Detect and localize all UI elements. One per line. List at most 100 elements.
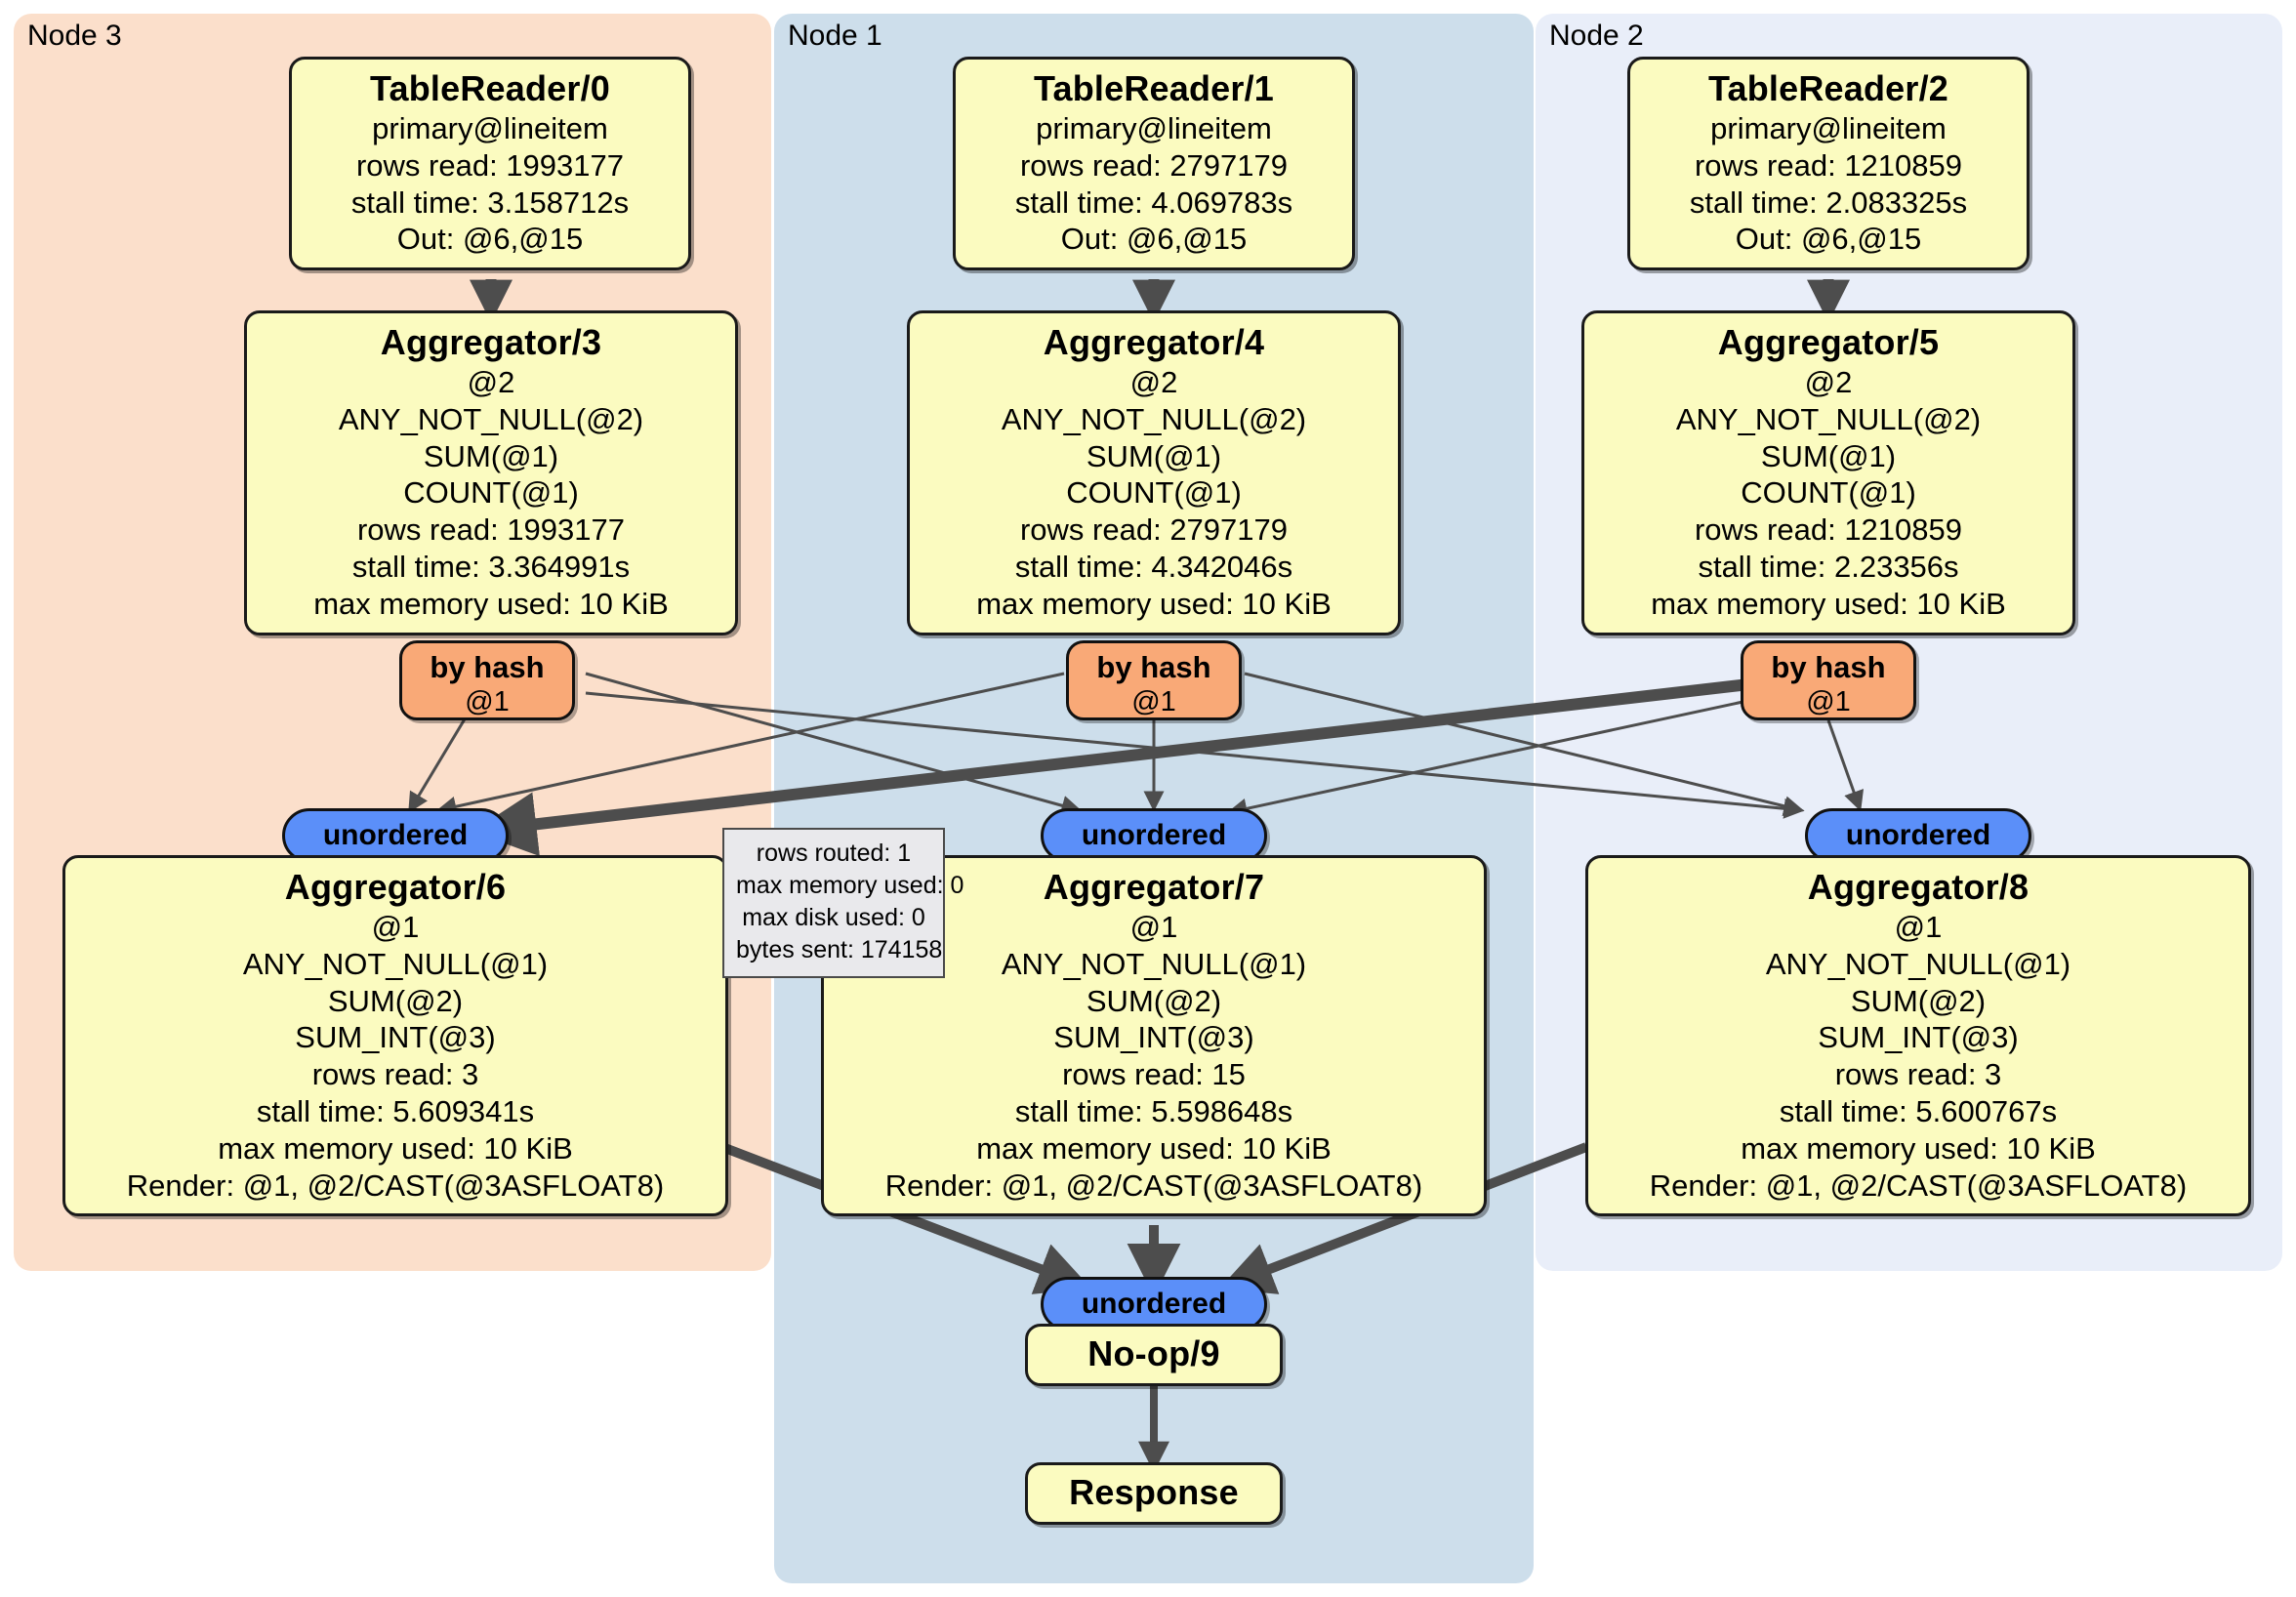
synchronizer-label: unordered [1081,1288,1227,1320]
processor-group-col: @1 [1894,909,1943,944]
processor-title: TableReader/0 [369,68,611,108]
processor-aggregator-4[interactable]: Aggregator/4 @2 ANY_NOT_NULL(@2) SUM(@1)… [907,310,1401,635]
processor-agg-2: SUM(@1) [423,438,559,473]
stat-max-memory-used: max memory used: 0 [736,872,964,899]
processor-rows-read: rows read: 15 [1062,1057,1246,1092]
router-type-label: by hash [1096,650,1211,684]
input-synchronizer-unordered-1[interactable]: unordered [1041,808,1267,863]
processor-group-col: @1 [371,909,420,944]
processor-max-memory: max memory used: 10 KiB [313,586,669,621]
processor-agg-3: COUNT(@1) [1741,475,1916,511]
processor-agg-2: SUM(@1) [1086,438,1222,473]
processor-table: primary@lineitem [372,110,608,145]
stat-rows-routed: rows routed: 1 [756,839,912,867]
processor-agg-2: SUM(@2) [1086,983,1222,1018]
output-router-by-hash-0[interactable]: by hash @1 [399,640,575,720]
router-column-label: @1 [465,686,510,718]
processor-aggregator-3[interactable]: Aggregator/3 @2 ANY_NOT_NULL(@2) SUM(@1)… [244,310,738,635]
processor-max-memory: max memory used: 10 KiB [218,1130,573,1166]
processor-agg-2: SUM(@2) [1850,983,1987,1018]
processor-table: primary@lineitem [1036,110,1272,145]
processor-aggregator-8[interactable]: Aggregator/8 @1 ANY_NOT_NULL(@1) SUM(@2)… [1585,855,2251,1217]
processor-stall-time: stall time: 4.342046s [1014,549,1293,584]
processor-no-op-9[interactable]: No-op/9 [1025,1324,1283,1386]
processor-agg-1: ANY_NOT_NULL(@1) [1001,946,1307,981]
processor-rows-read: rows read: 1210859 [1694,147,1963,183]
router-column-label: @1 [1806,686,1851,718]
processor-render: Render: @1, @2/CAST(@3ASFLOAT8) [1649,1167,2188,1203]
processor-stall-time: stall time: 3.364991s [351,549,631,584]
processor-aggregator-5[interactable]: Aggregator/5 @2 ANY_NOT_NULL(@2) SUM(@1)… [1581,310,2075,635]
processor-agg-3: SUM_INT(@3) [1053,1020,1254,1055]
processor-title: Aggregator/5 [1717,322,1940,362]
router-type-label: by hash [1771,650,1886,684]
processor-stall-time: stall time: 3.158712s [350,184,630,220]
output-router-by-hash-2[interactable]: by hash @1 [1741,640,1916,720]
processor-agg-1: ANY_NOT_NULL(@2) [338,401,644,436]
processor-group-col: @2 [1804,364,1853,399]
processor-render: Render: @1, @2/CAST(@3ASFLOAT8) [884,1167,1423,1203]
processor-rows-read: rows read: 3 [311,1057,479,1092]
processor-out-columns: Out: @6,@15 [396,222,584,257]
processor-title: TableReader/1 [1033,68,1275,108]
stat-max-disk-used: max disk used: 0 [742,904,925,931]
processor-render: Render: @1, @2/CAST(@3ASFLOAT8) [126,1167,665,1203]
processor-group-col: @2 [1129,364,1178,399]
processor-agg-2: SUM(@1) [1760,438,1897,473]
processor-title: TableReader/2 [1707,68,1949,108]
processor-table: primary@lineitem [1710,110,1947,145]
processor-stall-time: stall time: 5.598648s [1014,1093,1293,1128]
processor-rows-read: rows read: 1210859 [1694,512,1963,548]
synchronizer-label: unordered [1081,819,1227,851]
processor-stall-time: stall time: 5.609341s [256,1093,535,1128]
processor-agg-1: ANY_NOT_NULL(@2) [1675,401,1982,436]
synchronizer-label: unordered [1845,819,1991,851]
processor-rows-read: rows read: 2797179 [1019,147,1289,183]
output-router-by-hash-1[interactable]: by hash @1 [1066,640,1242,720]
processor-out-columns: Out: @6,@15 [1735,222,1922,257]
processor-rows-read: rows read: 2797179 [1019,512,1289,548]
processor-out-columns: Out: @6,@15 [1060,222,1248,257]
processor-table-reader-1[interactable]: TableReader/1 primary@lineitem rows read… [953,57,1355,271]
input-synchronizer-unordered-3[interactable]: unordered [1041,1277,1267,1331]
processor-agg-3: COUNT(@1) [1066,475,1242,511]
cluster-label-node-1: Node 1 [788,20,882,52]
processor-stall-time: stall time: 5.600767s [1779,1093,2058,1128]
cluster-label-node-2: Node 2 [1549,20,1644,52]
processor-rows-read: rows read: 3 [1834,1057,2002,1092]
processor-title: Aggregator/7 [1043,867,1265,907]
processor-agg-2: SUM(@2) [327,983,464,1018]
processor-group-col: @2 [467,364,515,399]
processor-agg-1: ANY_NOT_NULL(@2) [1001,401,1307,436]
processor-title: Aggregator/6 [284,867,507,907]
processor-table-reader-0[interactable]: TableReader/0 primary@lineitem rows read… [289,57,691,271]
processor-max-memory: max memory used: 10 KiB [1651,586,2006,621]
processor-stall-time: stall time: 2.083325s [1689,184,1968,220]
cluster-label-node-3: Node 3 [27,20,122,52]
stream-stats-callout: rows routed: 1 max memory used: 0 max di… [722,828,964,978]
processor-rows-read: rows read: 1993177 [355,147,625,183]
processor-title: Aggregator/4 [1043,322,1265,362]
processor-agg-1: ANY_NOT_NULL(@1) [1765,946,2071,981]
processor-title: Aggregator/3 [380,322,602,362]
processor-stall-time: stall time: 2.23356s [1698,549,1959,584]
processor-agg-3: SUM_INT(@3) [295,1020,496,1055]
router-column-label: @1 [1131,686,1176,718]
processor-stall-time: stall time: 4.069783s [1014,184,1293,220]
processor-rows-read: rows read: 1993177 [356,512,626,548]
router-type-label: by hash [430,650,545,684]
processor-title: Response [1069,1472,1239,1512]
processor-max-memory: max memory used: 10 KiB [1741,1130,2096,1166]
synchronizer-label: unordered [322,819,469,851]
processor-agg-3: SUM_INT(@3) [1818,1020,2019,1055]
processor-title: No-op/9 [1087,1333,1220,1373]
processor-response[interactable]: Response [1025,1462,1283,1525]
processor-group-col: @1 [1129,909,1178,944]
processor-agg-1: ANY_NOT_NULL(@1) [242,946,549,981]
processor-title: Aggregator/8 [1807,867,2030,907]
stat-bytes-sent: bytes sent: 174158 [736,936,943,963]
processor-table-reader-2[interactable]: TableReader/2 primary@lineitem rows read… [1627,57,2030,271]
processor-agg-3: COUNT(@1) [403,475,579,511]
processor-aggregator-6[interactable]: Aggregator/6 @1 ANY_NOT_NULL(@1) SUM(@2)… [62,855,728,1217]
